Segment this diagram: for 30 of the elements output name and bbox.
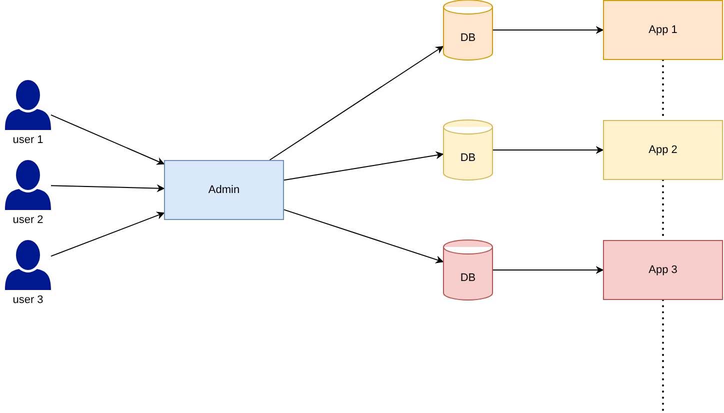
arrow [492,146,604,154]
arrow [50,114,165,165]
process-box [603,120,723,180]
arrow [284,209,444,264]
user-label: user 2 [12,214,44,226]
process-box [164,160,284,220]
arrow [50,184,165,192]
user-icon [5,160,51,210]
dotted-line [662,299,664,413]
node-label: App 2 [648,144,678,156]
arrow [269,46,444,160]
node-label: App 3 [648,264,678,276]
node-label: DB [460,32,476,44]
node-label: App 1 [648,24,678,36]
user-label: user 1 [12,134,44,146]
process-box [603,0,723,60]
database-cylinder [443,120,493,180]
database-cylinder [443,0,493,60]
process-box [603,240,723,300]
user-icon [5,240,51,290]
node-label: Admin [208,184,240,196]
arrow [50,212,165,257]
database-cylinder [443,240,493,300]
node-label: DB [460,152,476,164]
node-label: DB [460,272,476,284]
arrow [284,151,444,181]
arrow [492,266,604,274]
user-label: user 3 [12,294,44,306]
user-icon [5,80,51,130]
arrow [492,26,604,34]
